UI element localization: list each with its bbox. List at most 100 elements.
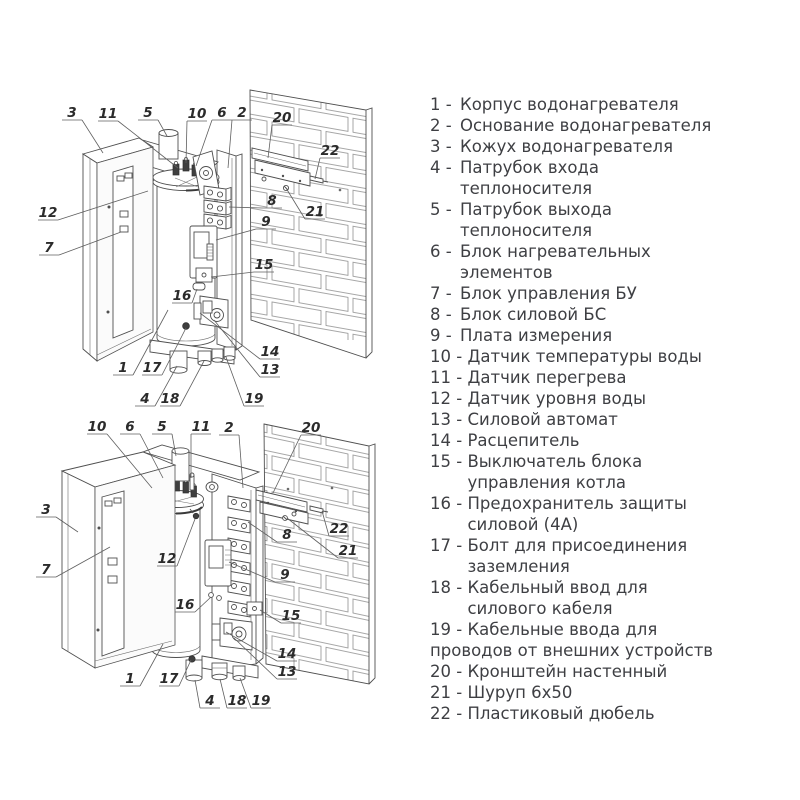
legend-item-number: 8 -: [430, 305, 457, 324]
legend-item-number: 16 -: [430, 494, 468, 513]
legend-item-text: Пластиковый дюбель: [467, 704, 655, 723]
callout-12: 12: [157, 518, 196, 567]
callout-number: 9: [261, 214, 270, 230]
cable-gland-power: [197, 350, 212, 366]
callout-number: 19: [252, 693, 271, 709]
callout-number: 5: [143, 105, 152, 121]
legend-item-number: 11 -: [430, 368, 468, 387]
legend-item-number: 6 -: [430, 242, 457, 261]
legend-item-3: 3 - Кожух водонагревателя: [430, 136, 800, 157]
legend-item-8: 8 - Блок силовой БС: [430, 304, 800, 325]
callout-number: 12: [39, 205, 58, 221]
legend-item-number: 12 -: [430, 389, 468, 408]
control-switch: [246, 601, 263, 616]
power-block: [227, 495, 251, 618]
outlet-pipe: [158, 129, 179, 160]
power-fuse: [208, 592, 222, 601]
callout-18: 18: [219, 678, 247, 709]
legend-item-text: Кожух водонагревателя: [460, 137, 674, 156]
callout-number: 3: [41, 502, 50, 518]
callout-16: 16: [172, 288, 198, 304]
legend-item-text: Корпус водонагревателя: [460, 95, 679, 114]
callout-number: 22: [330, 521, 349, 537]
callout-number: 10: [188, 106, 207, 122]
heating-element-block: [172, 157, 199, 188]
cable-gland-power: [211, 662, 228, 681]
legend-item-text: Силовой автомат: [467, 410, 618, 429]
callout-number: 18: [228, 693, 247, 709]
legend-item-text: Шуруп 6х50: [467, 683, 573, 702]
legend-item-number: 4 -: [430, 158, 457, 177]
callout-5: 5: [152, 419, 177, 457]
callout-number: 18: [161, 391, 180, 407]
casing-cover: [81, 137, 155, 362]
legend-item-7: 7 - Блок управления БУ: [430, 283, 800, 304]
legend-item-number: 10 -: [430, 347, 468, 366]
callout-number: 15: [282, 608, 301, 624]
callout-number: 14: [261, 344, 280, 360]
legend-item-20: 20 - Кронштейн настенный: [430, 661, 800, 682]
legend-item-text: Кабельный ввод для силового кабеля: [467, 578, 648, 618]
legend-item-12: 12 - Датчик уровня воды: [430, 388, 800, 409]
callout-number: 12: [158, 551, 177, 567]
callout-21: 21: [285, 187, 325, 220]
legend-item-18: 18 - Кабельный ввод для силового кабеля: [430, 577, 800, 619]
callout-10: 10: [185, 106, 207, 164]
callout-11: 11: [190, 419, 211, 478]
callout-17: 17: [142, 327, 187, 376]
legend-item-9: 9 - Плата измерения: [430, 325, 800, 346]
callout-number: 11: [99, 106, 118, 122]
callout-2: 2: [227, 105, 252, 169]
legend-item-4: 4 - Патрубок входа теплоносителя: [430, 157, 800, 199]
legend-item-text: Предохранитель защиты силовой (4А): [467, 494, 687, 534]
callout-19: 19: [239, 677, 271, 709]
callout-number: 14: [278, 646, 297, 662]
release-module: [211, 623, 221, 641]
screw: [282, 511, 297, 521]
callout-14: 14: [199, 312, 280, 360]
cable-glands-external: [211, 346, 236, 363]
legend-item-10: 10 - Датчик температуры воды: [430, 346, 800, 367]
power-block: [203, 185, 232, 230]
callout-number: 17: [143, 360, 162, 376]
callout-3: 3: [62, 105, 104, 154]
ground-bolt: [188, 655, 196, 663]
callout-10: 10: [87, 419, 153, 489]
control-switch: [195, 267, 213, 283]
callout-11: 11: [98, 106, 179, 169]
callout-7: 7: [39, 231, 122, 256]
legend-item-19: 19 - Кабельные ввода для проводов от вне…: [430, 620, 714, 660]
legend-item-21: 21 - Шуруп 6х50: [430, 682, 800, 703]
callout-16: 16: [175, 596, 212, 613]
legend-item-text: Кронштейн настенный: [467, 662, 668, 681]
callout-1: 1: [120, 643, 164, 687]
ground-bolt: [182, 322, 190, 330]
callout-20: 20: [267, 110, 292, 159]
legend-item-15: 15 - Выключатель блока управления котла: [430, 451, 800, 493]
callout-7: 7: [36, 546, 111, 578]
callout-number: 3: [67, 105, 76, 121]
callout-9: 9: [228, 561, 295, 583]
legend-item-number: 5 -: [430, 200, 457, 219]
callout-6: 6: [120, 419, 164, 479]
water-level-sensor: [189, 508, 200, 520]
legend-item-number: 20 -: [430, 662, 468, 681]
callout-number: 8: [282, 527, 291, 543]
callout-22: 22: [321, 510, 349, 537]
legend-item-number: 7 -: [430, 284, 457, 303]
legend-item-14: 14 - Расцепитель: [430, 430, 800, 451]
callout-number: 15: [255, 257, 274, 273]
callout-number: 21: [339, 543, 358, 559]
legend-item-2: 2 - Основание водонагревателя: [430, 115, 800, 136]
legend-item-text: Патрубок входа теплоносителя: [460, 158, 599, 198]
outlet-pipe: [171, 447, 190, 482]
legend-item-text: Блок управления БУ: [460, 284, 637, 303]
callout-2: 2: [219, 420, 244, 489]
callout-number: 10: [88, 419, 107, 435]
legend-item-number: 18 -: [430, 578, 468, 597]
